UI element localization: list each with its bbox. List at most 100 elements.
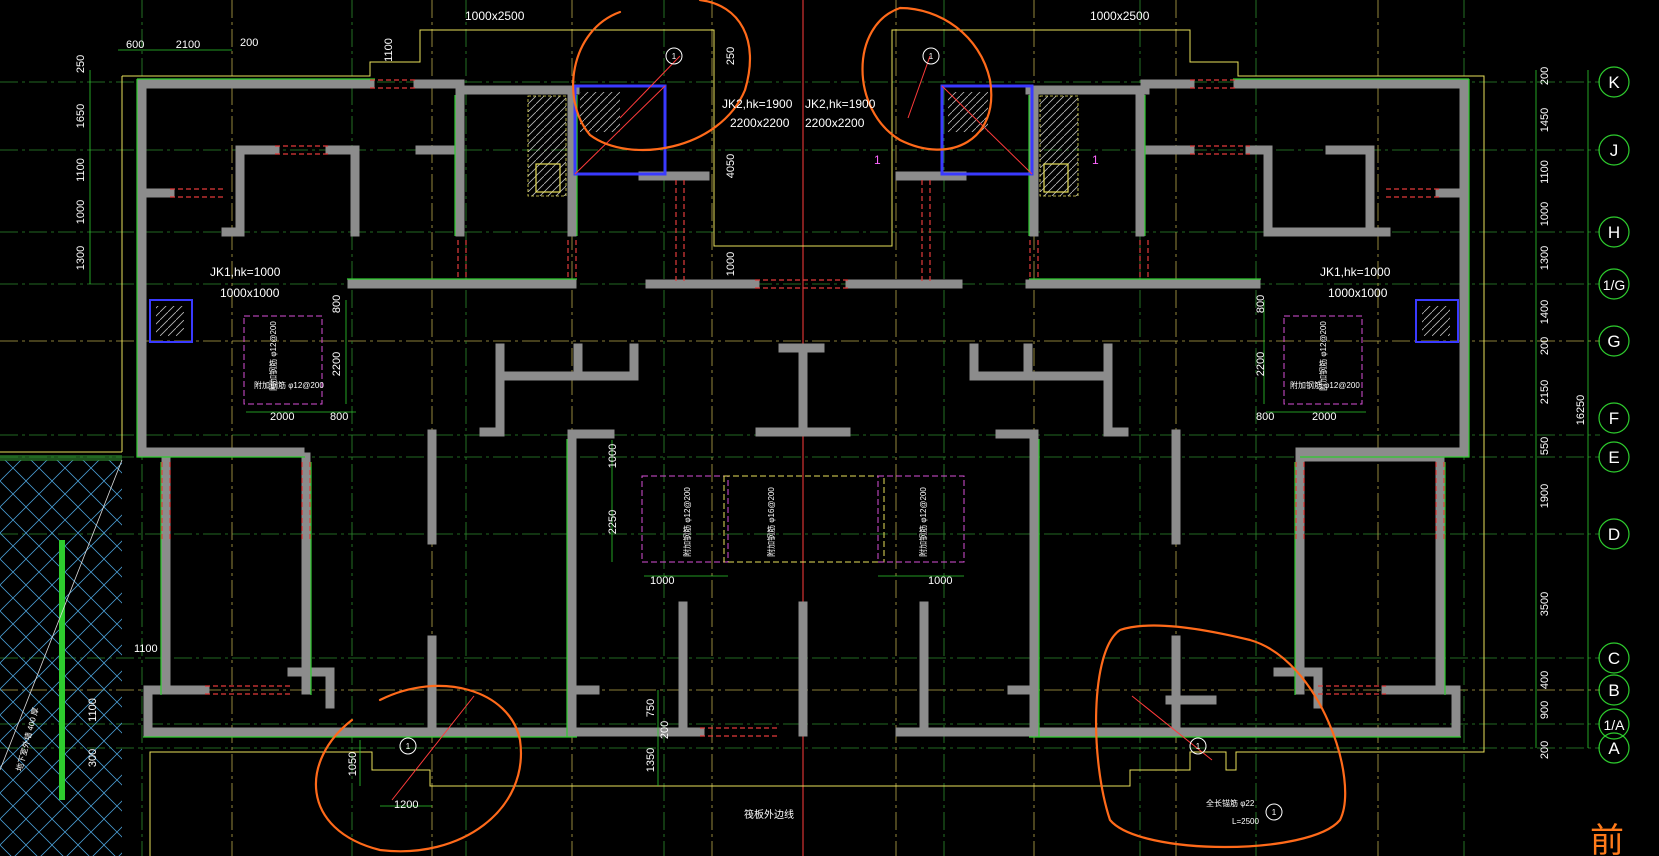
- svg-text:附加钢筋 φ12@200: 附加钢筋 φ12@200: [1290, 380, 1360, 390]
- anchor-note-1: 全长锚筋 φ22: [1206, 798, 1255, 808]
- section-cut-lines: [391, 55, 1213, 801]
- top-labels: 1000x2500 1000x2500 1100 250 4050 1000 J…: [210, 9, 1391, 300]
- shear-walls: [137, 79, 1469, 737]
- svg-text:200: 200: [1539, 67, 1551, 85]
- svg-text:1400: 1400: [1539, 300, 1551, 324]
- svg-text:1100: 1100: [134, 643, 158, 655]
- svg-text:800: 800: [331, 295, 343, 313]
- wall-edge-lines: [136, 78, 1470, 738]
- zone-dimension-texts: 800 2200 2000 800 800 2200 800 2000 1000…: [87, 295, 1336, 811]
- axis-label-j: J: [1610, 141, 1619, 160]
- axis-label-c: C: [1608, 649, 1620, 668]
- svg-text:800: 800: [330, 411, 348, 423]
- svg-text:2000: 2000: [270, 411, 294, 423]
- svg-text:600: 600: [126, 39, 144, 51]
- svg-text:200: 200: [1539, 741, 1551, 759]
- svg-text:250: 250: [75, 55, 87, 73]
- soil-hatch-area: [0, 455, 123, 856]
- svg-text:2250: 2250: [607, 510, 619, 534]
- svg-text:附加钢筋 φ12@200: 附加钢筋 φ12@200: [268, 321, 278, 391]
- svg-text:900: 900: [1539, 701, 1551, 719]
- svg-text:1: 1: [406, 742, 411, 751]
- svg-text:4050: 4050: [725, 154, 737, 178]
- total-dimension: 16250: [1575, 395, 1587, 426]
- jk2-right-size: 2200x2200: [805, 116, 865, 130]
- svg-text:1300: 1300: [1539, 246, 1551, 270]
- svg-text:2100: 2100: [176, 39, 200, 51]
- svg-text:1000: 1000: [650, 575, 674, 587]
- axis-label-g: G: [1607, 332, 1620, 351]
- jk1-right-size: 1000x1000: [1328, 286, 1388, 300]
- jk1-left-size: 1000x1000: [220, 286, 280, 300]
- svg-text:750: 750: [645, 699, 657, 717]
- svg-text:1: 1: [672, 52, 677, 61]
- section-mark-left: 1: [874, 153, 881, 167]
- svg-text:300: 300: [87, 749, 99, 767]
- svg-text:200: 200: [659, 721, 671, 739]
- svg-text:1100: 1100: [1539, 160, 1551, 184]
- axis-label-e: E: [1608, 448, 1619, 467]
- jk1-left-label: JK1,hk=1000: [210, 265, 281, 279]
- rebar-notes: 附加钢筋 φ12@200 附加钢筋 φ12@200 附加钢筋 φ12@200 附…: [254, 321, 1360, 557]
- svg-text:200: 200: [1539, 337, 1551, 355]
- svg-text:2200: 2200: [331, 352, 343, 376]
- additional-rebar-zones: [243, 315, 1363, 563]
- svg-text:2200: 2200: [1255, 352, 1267, 376]
- anchor-note-2: L=2500: [1232, 817, 1259, 826]
- grid-axis-bubbles: K J H 1/G G F E D C B 1/A A: [1598, 66, 1630, 764]
- svg-text:800: 800: [1255, 295, 1267, 313]
- svg-text:附加钢筋 φ12@200: 附加钢筋 φ12@200: [1318, 321, 1328, 391]
- wall-openings: [161, 79, 1445, 737]
- svg-text:550: 550: [1539, 437, 1551, 455]
- svg-text:250: 250: [725, 47, 737, 65]
- axis-label-1a: 1/A: [1603, 717, 1625, 733]
- axis-label-a: A: [1608, 739, 1620, 758]
- svg-text:1000: 1000: [1539, 202, 1551, 226]
- svg-text:1: 1: [1272, 808, 1277, 817]
- svg-text:200: 200: [240, 37, 258, 49]
- jk2-left-label: JK2,hk=1900: [722, 97, 793, 111]
- jk2-left-size: 2200x2200: [730, 116, 790, 130]
- section-mark-right: 1: [1092, 153, 1099, 167]
- svg-text:附加钢筋 φ12@200: 附加钢筋 φ12@200: [918, 487, 928, 557]
- right-dimension-texts: 200 1450 1100 1000 1300 1400 200 2150 55…: [1539, 67, 1587, 759]
- axis-label-f: F: [1609, 409, 1619, 428]
- svg-text:1000: 1000: [75, 200, 87, 224]
- svg-text:400: 400: [1539, 671, 1551, 689]
- jk1-right-label: JK1,hk=1000: [1320, 265, 1391, 279]
- svg-text:1050: 1050: [347, 752, 359, 776]
- svg-text:1650: 1650: [75, 104, 87, 128]
- svg-text:1000: 1000: [725, 252, 737, 276]
- dimension-lines: [89, 49, 1589, 807]
- svg-text:1300: 1300: [75, 246, 87, 270]
- svg-text:1000: 1000: [607, 444, 619, 468]
- svg-text:800: 800: [1256, 411, 1274, 423]
- svg-text:1350: 1350: [645, 748, 657, 772]
- raft-edge-note: 筏板外边线: [744, 808, 794, 821]
- markup-ink-circles: [314, 0, 1347, 853]
- axis-label-1g: 1/G: [1603, 277, 1626, 293]
- raft-outline: [0, 29, 1485, 856]
- svg-text:1000: 1000: [928, 575, 952, 587]
- svg-text:1900: 1900: [1539, 484, 1551, 508]
- corner-character: 前: [1590, 821, 1624, 856]
- svg-text:1450: 1450: [1539, 108, 1551, 132]
- svg-text:1100: 1100: [87, 698, 99, 722]
- jk2-right-label: JK2,hk=1900: [805, 97, 876, 111]
- svg-text:1: 1: [1196, 742, 1201, 751]
- svg-text:2000: 2000: [1312, 411, 1336, 423]
- svg-text:1100: 1100: [383, 38, 395, 62]
- svg-text:附加钢筋 φ16@200: 附加钢筋 φ16@200: [766, 487, 776, 557]
- axis-label-b: B: [1608, 681, 1619, 700]
- svg-text:附加钢筋 φ12@200: 附加钢筋 φ12@200: [254, 380, 324, 390]
- svg-text:1100: 1100: [75, 158, 87, 182]
- axis-label-k: K: [1608, 73, 1620, 92]
- svg-text:1000x2500: 1000x2500: [465, 9, 525, 23]
- svg-text:1200: 1200: [394, 799, 418, 811]
- axis-label-h: H: [1608, 223, 1620, 242]
- axis-label-d: D: [1608, 525, 1620, 544]
- svg-text:附加钢筋 φ12@200: 附加钢筋 φ12@200: [682, 487, 692, 557]
- svg-text:3500: 3500: [1539, 592, 1551, 616]
- annotation-marks: 1 1 1 1 1 1 1 筏板外边线 全长锚筋 φ22 L=2500: [399, 47, 1283, 826]
